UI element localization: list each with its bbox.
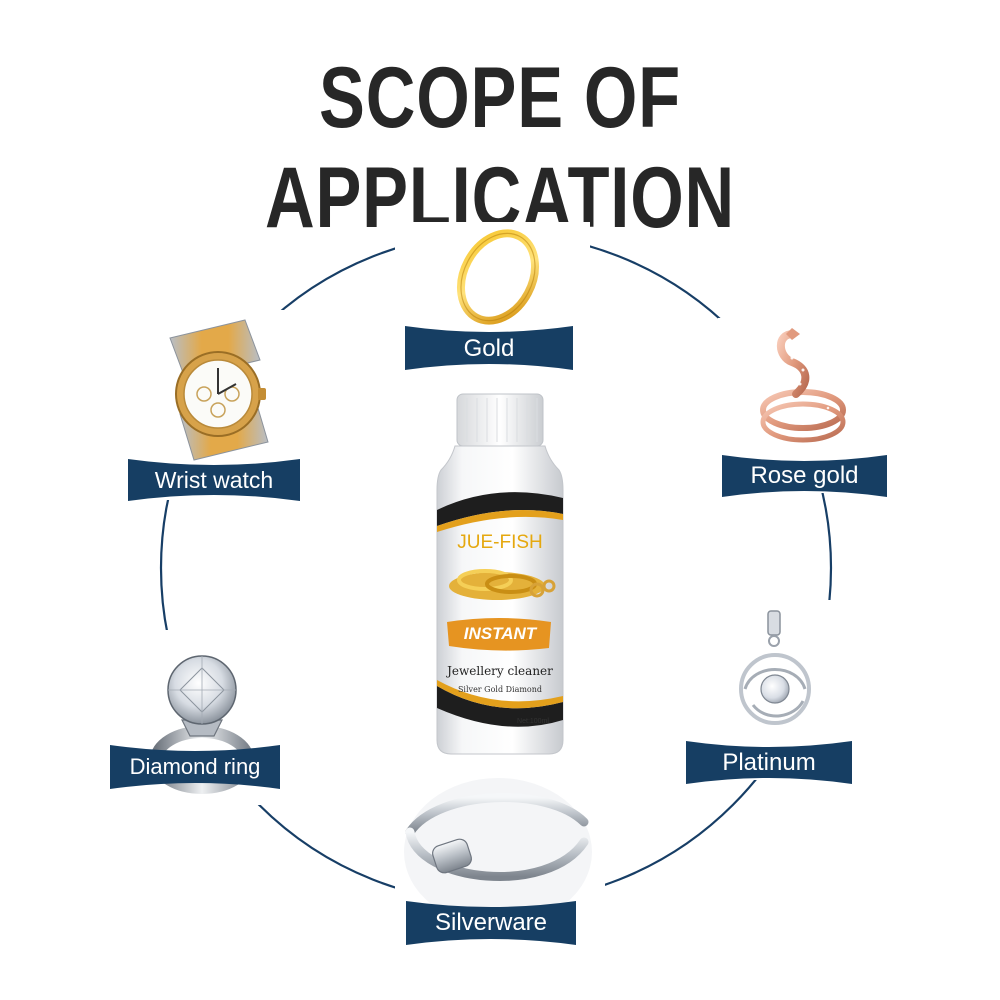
label-platinum: Platinum (722, 749, 816, 776)
banner-wrist-watch (128, 459, 300, 501)
product-volume: Net:100ml (517, 718, 549, 725)
product-brand: JUE-FISH (457, 532, 543, 553)
wrist-watch-icon (169, 319, 269, 461)
label-wrist-watch: Wrist watch (154, 467, 274, 493)
product-name: Jewellery cleaner (447, 664, 553, 678)
product-badge: INSTANT (463, 624, 537, 643)
label-rose-gold: Rose gold (750, 462, 859, 489)
banner-silverware (406, 901, 576, 945)
product-subtitle: Silver Gold Diamond (457, 685, 543, 694)
label-silverware: Silverware (434, 909, 548, 936)
rose-gold-ring-icon (760, 328, 846, 443)
bottle-shape (436, 393, 564, 755)
label-diamond-ring: Diamond ring (129, 754, 261, 779)
platinum-pendant-icon (739, 610, 811, 725)
label-gold: Gold (463, 335, 515, 362)
banner-platinum (686, 741, 852, 784)
silver-bracelet-icon (404, 778, 592, 926)
gold-ring-icon (457, 229, 539, 325)
banner-gold (405, 326, 573, 370)
banner-rose-gold (722, 455, 887, 497)
page-title: SCOPE OF APPLICATION (264, 50, 735, 246)
product-bottle: JUE-FISH INSTANT Jewellery cleaner Silve… (425, 390, 575, 765)
banner-diamond-ring (110, 745, 280, 789)
